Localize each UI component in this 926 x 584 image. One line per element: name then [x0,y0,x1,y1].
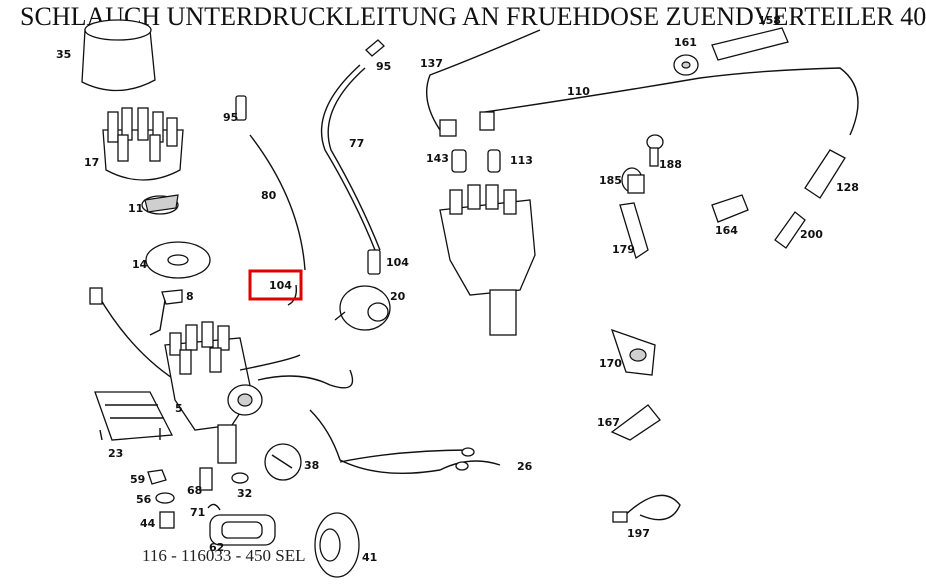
label-56: 56 [136,493,152,506]
label-95-right: 95 [376,60,391,73]
label-77: 77 [349,137,364,150]
label-68: 68 [187,484,202,497]
selected-part-highlight [248,269,303,301]
label-137: 137 [420,57,443,70]
label-23: 23 [108,447,123,460]
part-62-gasket[interactable] [209,514,276,546]
part-17-distributor-cap[interactable] [102,107,184,181]
part-8-sensor[interactable] [89,287,183,381]
part-59-nut[interactable] [147,469,167,485]
part-35-cap[interactable] [81,19,156,92]
label-95-left: 95 [223,111,238,124]
label-11: 11 [128,202,143,215]
label-35: 35 [56,48,71,61]
label-113: 113 [510,154,533,167]
label-170: 170 [599,357,622,370]
part-56-washer[interactable] [155,492,175,504]
label-8: 8 [186,290,194,303]
part-170-bracket[interactable] [610,328,656,376]
part-71-clip[interactable] [207,503,221,511]
part-110-line[interactable] [426,29,859,137]
label-41: 41 [362,551,377,564]
label-185: 185 [599,174,622,187]
part-38-tool[interactable] [264,443,302,481]
label-167: 167 [597,416,620,429]
label-200: 200 [800,228,823,241]
label-5: 5 [175,402,183,415]
label-143: 143 [426,152,449,165]
label-197: 197 [627,527,650,540]
label-14: 14 [132,258,148,271]
label-32: 32 [237,487,252,500]
label-161: 161 [674,36,697,49]
label-17: 17 [84,156,99,169]
part-179-bracket[interactable] [619,202,649,260]
label-128: 128 [836,181,859,194]
part-32-washer[interactable] [231,472,249,484]
label-158: 158 [758,14,781,27]
part-14-shield[interactable] [145,241,211,279]
label-104: 104 [386,256,409,269]
part-128-sensor[interactable] [804,149,846,199]
label-59: 59 [130,473,145,486]
label-62: 62 [209,541,224,554]
diagram-footer: 116 - 116033 - 450 SEL [142,546,306,565]
label-44: 44 [140,517,156,530]
part-11-rotor[interactable] [141,194,179,215]
label-20: 20 [390,290,406,303]
page-title: SCHLAUCH UNTERDRUCKLEITUNG AN FRUEHDOSE … [20,2,926,31]
label-80: 80 [261,189,277,202]
label-38: 38 [304,459,319,472]
part-185-clamp[interactable] [621,167,645,194]
part-77-hose[interactable] [320,64,381,251]
part-161-grommet[interactable] [673,54,699,76]
part-167-bracket[interactable] [610,404,661,441]
label-164: 164 [715,224,738,237]
part-158-tube[interactable] [711,27,789,61]
part-44-bushing[interactable] [159,511,175,529]
parts-diagram: 35 17 11 14 8 5 23 59 56 44 68 71 62 41 … [56,14,859,578]
part-200-plug[interactable] [774,211,806,249]
part-80-hose[interactable] [249,134,306,271]
part-188-bolt[interactable] [646,134,664,167]
part-labels: 35 17 11 14 8 5 23 59 56 44 68 71 62 41 … [56,14,859,564]
distributor-assembly[interactable] [439,184,536,336]
part-143-fitting[interactable] [451,149,467,173]
label-26: 26 [517,460,533,473]
label-110: 110 [567,85,590,98]
part-41-pulley[interactable] [314,512,360,578]
label-188: 188 [659,158,682,171]
label-104-selected: 104 [269,279,292,292]
label-71: 71 [190,506,205,519]
part-95-hose-right[interactable] [365,39,385,57]
part-164-connector[interactable] [711,194,749,223]
part-104-hose[interactable] [367,249,381,275]
part-5-distributor[interactable] [164,321,354,464]
part-23-bracket[interactable] [94,391,174,441]
part-26-harness[interactable] [309,409,501,475]
part-68-bolt[interactable] [199,467,213,491]
part-20-vacuum-unit[interactable] [334,285,391,331]
part-197-cable-tie[interactable] [612,494,681,523]
part-95-hose-left[interactable] [235,95,247,121]
part-113-fitting[interactable] [487,149,501,173]
label-179: 179 [612,243,635,256]
